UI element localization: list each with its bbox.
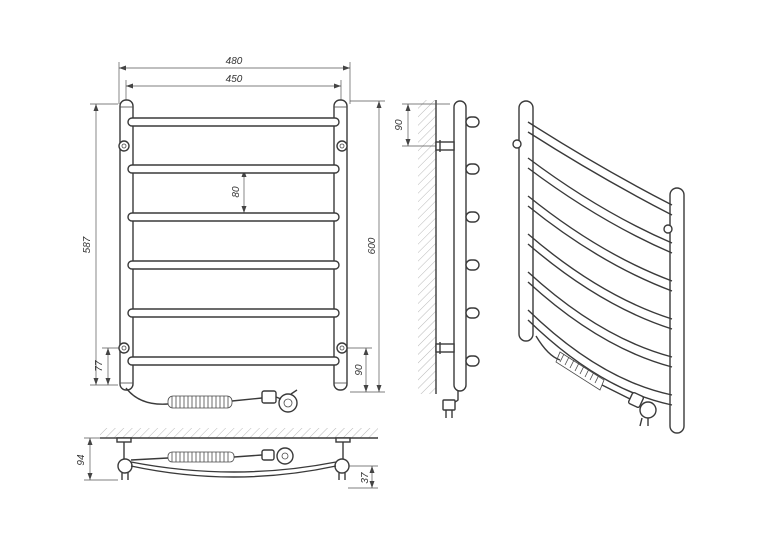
perspective-power-cable	[535, 335, 657, 427]
rung	[127, 356, 340, 366]
plan-flange-right	[335, 437, 351, 443]
perspective-left-upright	[518, 100, 534, 342]
dimension-center-width: 450	[125, 74, 342, 100]
wall-section	[418, 100, 436, 394]
plan-left-upright	[117, 458, 133, 474]
power-cable	[125, 387, 298, 413]
label-90-front: 90	[354, 364, 365, 376]
rung	[127, 308, 340, 318]
dimension-overall-height: 600	[350, 100, 385, 393]
side-rung-ends	[465, 116, 480, 367]
plan-flange-left	[116, 437, 132, 443]
label-600: 600	[367, 237, 378, 254]
rungs	[127, 117, 340, 366]
plan-wall-section	[100, 428, 378, 438]
side-bracket-bottom	[435, 343, 455, 353]
side-upright	[453, 100, 467, 392]
rung	[127, 164, 340, 174]
label-450: 450	[226, 74, 243, 85]
front-view: 480 450 587 77 600	[82, 56, 385, 413]
perspective-rungs	[527, 121, 673, 406]
label-90-side: 90	[394, 119, 405, 131]
dimension-rung-spacing: 80	[231, 169, 252, 214]
label-480: 480	[226, 56, 243, 67]
label-94: 94	[76, 454, 87, 466]
perspective-right-upright	[669, 187, 685, 434]
plan-right-upright	[334, 458, 350, 474]
perspective-view	[512, 100, 685, 434]
perspective-plug-icon	[627, 391, 657, 427]
label-80: 80	[231, 186, 242, 198]
label-37: 37	[360, 472, 371, 484]
dimension-center-height: 587	[82, 103, 118, 386]
plan-view: 94 37	[76, 428, 378, 489]
dimension-bottom-left: 77	[94, 347, 120, 385]
side-view: 90	[394, 100, 480, 418]
wall-brackets	[118, 140, 348, 354]
plug-icon	[261, 389, 298, 413]
plan-rung-curve	[130, 465, 337, 478]
dimension-plan-offset: 37	[348, 465, 378, 489]
rung	[127, 117, 340, 127]
side-bracket-top	[435, 141, 455, 151]
rung	[127, 212, 340, 222]
rung	[127, 260, 340, 270]
side-plug-icon	[442, 399, 456, 418]
plan-plug-icon	[261, 447, 294, 465]
label-77: 77	[94, 360, 105, 372]
label-587: 587	[82, 236, 93, 253]
dimension-plan-depth: 94	[76, 437, 118, 481]
dimension-overall-width: 480	[118, 56, 351, 104]
